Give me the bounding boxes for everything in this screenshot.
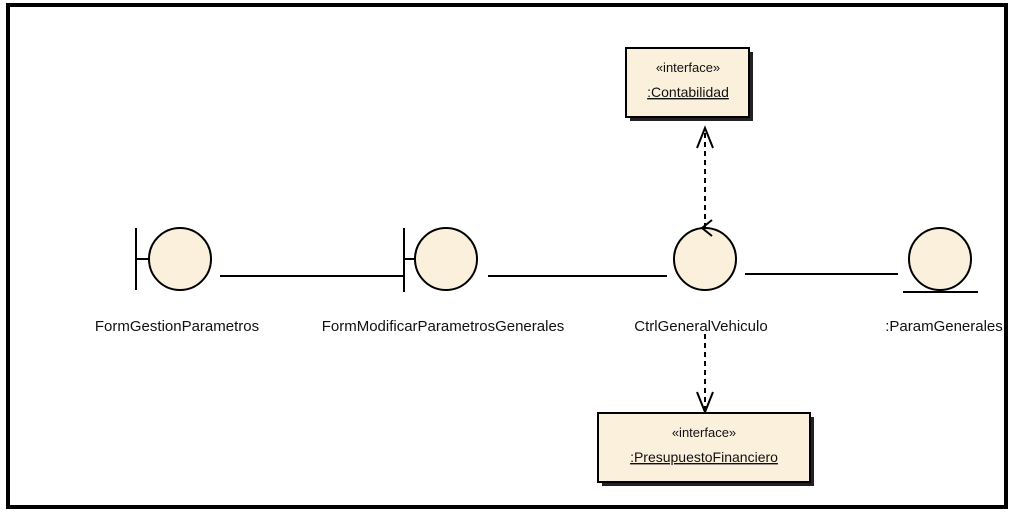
entity-icon bbox=[908, 227, 972, 291]
control-icon bbox=[673, 227, 737, 291]
boundary-form-modificar[interactable]: FormModificarParametrosGenerales bbox=[322, 227, 565, 335]
control-ctrl-general-vehiculo[interactable]: CtrlGeneralVehiculo bbox=[634, 219, 768, 335]
interface-stereotype: «interface» bbox=[672, 425, 736, 440]
entity-label: :ParamGenerales bbox=[885, 318, 1003, 335]
arrowhead-up-icon bbox=[696, 125, 714, 149]
boundary-label: FormModificarParametrosGenerales bbox=[322, 318, 565, 335]
interface-name: :Contabilidad bbox=[647, 84, 729, 100]
interface-box bbox=[625, 47, 750, 118]
boundary-label: FormGestionParametros bbox=[95, 318, 259, 335]
interface-presupuesto-financiero[interactable]: «interface» :PresupuestoFinanciero bbox=[597, 412, 814, 486]
boundary-icon bbox=[414, 227, 478, 291]
control-label: CtrlGeneralVehiculo bbox=[634, 318, 767, 335]
boundary-icon bbox=[148, 227, 212, 291]
boundary-form-gestion[interactable]: FormGestionParametros bbox=[95, 227, 259, 335]
control-arrow-icon bbox=[700, 219, 713, 237]
interface-stereotype: «interface» bbox=[656, 60, 720, 75]
entity-param-generales[interactable]: :ParamGenerales bbox=[885, 227, 1003, 335]
interface-name: :PresupuestoFinanciero bbox=[630, 449, 778, 465]
interface-box bbox=[597, 412, 811, 483]
interface-contabilidad[interactable]: «interface» :Contabilidad bbox=[625, 47, 753, 121]
